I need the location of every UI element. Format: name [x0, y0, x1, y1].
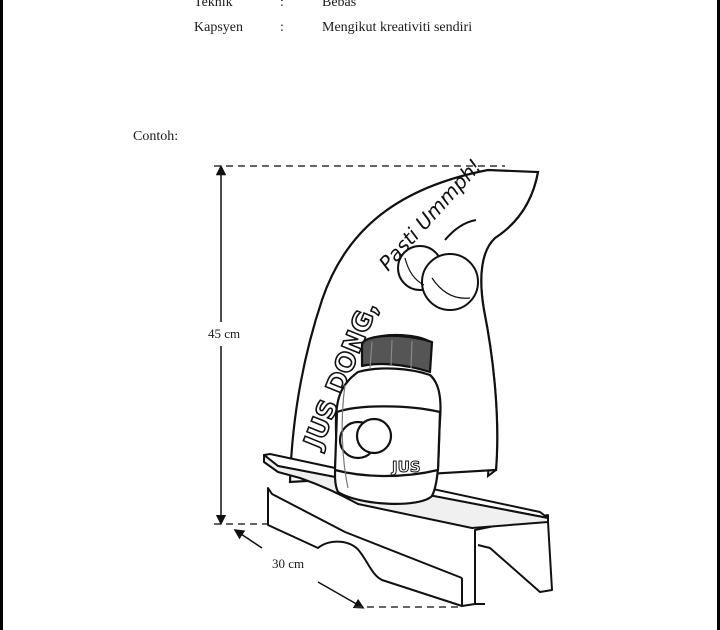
spec-label: Kapsyen [194, 20, 243, 35]
orange-shading [431, 277, 471, 299]
jar-lid-stripe [369, 341, 373, 369]
height-label: 45 cm [208, 326, 240, 341]
spec-label: Teknik [194, 0, 233, 10]
juice-jar: JUS [333, 333, 442, 505]
spec-value: Bebas [322, 0, 357, 10]
spec-separator: : [280, 0, 284, 10]
jar-lid-stripe [390, 339, 393, 367]
example-label: Contoh: [133, 129, 179, 144]
page-border-left [0, 0, 3, 630]
width-dimension: 30 cm [233, 529, 462, 609]
left-foot [267, 487, 463, 607]
height-dimension: 45 cm [208, 164, 505, 526]
jar-lid-stripe [410, 340, 413, 369]
jar-shading [341, 384, 349, 489]
orange-shading [404, 257, 425, 286]
width-arrow-upper [233, 529, 263, 549]
width-label: 30 cm [272, 556, 304, 571]
foot-edge [474, 530, 485, 605]
orange-stem [444, 219, 477, 241]
stand-base [267, 487, 553, 607]
spec-value: Mengikut kreativiti sendiri [322, 20, 473, 35]
orange-right [421, 253, 479, 311]
spec-separator: : [280, 20, 284, 35]
jar-label-text: JUS [391, 458, 421, 476]
jar-lid-rim [364, 333, 434, 344]
oranges [397, 219, 479, 311]
width-arrow-lower [317, 581, 365, 609]
page-border-right [717, 0, 720, 630]
jar-label-fruit [355, 417, 393, 455]
